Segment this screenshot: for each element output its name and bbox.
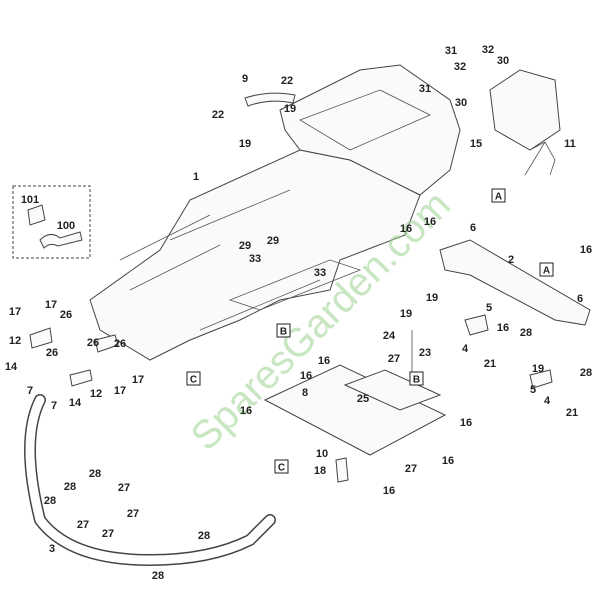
callout: 25: [357, 393, 369, 405]
callout: 23: [419, 347, 431, 359]
callout: 16: [400, 223, 412, 235]
callout: 16: [460, 417, 472, 429]
plate-25: [343, 369, 442, 411]
callout: 28: [198, 530, 210, 542]
callout: 27: [388, 353, 400, 365]
callout: 6: [577, 293, 583, 305]
callout: 16: [240, 405, 252, 417]
callout: 27: [102, 528, 114, 540]
callout: 14: [69, 397, 82, 409]
callout-labels: 9 22 22 19 19 31 32 30 32 31 30 15 11 1 …: [5, 44, 592, 582]
callout: 33: [314, 267, 326, 279]
callout: 27: [118, 482, 130, 494]
callout: 16: [442, 455, 454, 467]
inset-box: [12, 185, 91, 259]
callout: 10: [316, 448, 328, 460]
callout: 16: [383, 485, 395, 497]
front-bumper-inner: [25, 395, 275, 565]
ref-marker: A: [495, 192, 502, 203]
callout: 19: [239, 138, 251, 150]
ref-marker: C: [190, 375, 197, 386]
callout: 22: [281, 75, 293, 87]
small-brackets: [29, 327, 119, 387]
main-frame: [89, 64, 461, 361]
callout: 28: [64, 481, 76, 493]
callout: 17: [132, 374, 144, 386]
pedal-100: [39, 231, 83, 249]
callout: 101: [21, 194, 39, 206]
callout: 6: [470, 222, 476, 234]
callout: 32: [454, 61, 466, 73]
callout: 22: [212, 109, 224, 121]
callout: 30: [497, 55, 509, 67]
callout: 17: [45, 299, 57, 311]
battery-strap: [524, 141, 556, 176]
callout: 19: [284, 103, 296, 115]
callout: 21: [484, 358, 496, 370]
callout: 27: [405, 463, 417, 475]
footplate: [263, 364, 447, 456]
ref-marker: B: [413, 375, 420, 386]
callout: 17: [9, 306, 21, 318]
ref-marker: B: [280, 327, 287, 338]
callout: 29: [267, 235, 279, 247]
part-10: [335, 457, 349, 483]
callout: 28: [580, 367, 592, 379]
callout: 12: [90, 388, 102, 400]
bracket-101: [27, 204, 46, 226]
callout: 16: [300, 370, 312, 382]
callout: 9: [242, 73, 248, 85]
callout: 26: [46, 347, 58, 359]
callout: 28: [44, 495, 56, 507]
callout: 4: [462, 343, 469, 355]
callout: 7: [51, 400, 57, 412]
callout: 26: [87, 337, 99, 349]
callout: 26: [114, 338, 126, 350]
callout: 16: [580, 244, 592, 256]
ref-marker: C: [278, 463, 285, 474]
axle-brackets: [464, 314, 553, 389]
callout: 33: [249, 253, 261, 265]
callout: 18: [314, 465, 326, 477]
callout: 31: [445, 45, 457, 57]
callout: 11: [564, 138, 576, 150]
callout: 2: [508, 254, 514, 266]
callout: 3: [49, 543, 55, 555]
reference-markers: A A B B C C: [186, 188, 554, 474]
callout: 5: [530, 384, 536, 396]
callout: 19: [400, 308, 412, 320]
callout: 16: [318, 355, 330, 367]
callout: 4: [544, 395, 551, 407]
ref-marker: A: [543, 266, 550, 277]
callout: 7: [27, 385, 33, 397]
callout: 27: [127, 508, 139, 520]
callout: 32: [482, 44, 494, 56]
battery-tray: [489, 69, 561, 151]
callout: 28: [152, 570, 164, 582]
callout: 29: [239, 240, 251, 252]
callout: 26: [60, 309, 72, 321]
callout: 27: [77, 519, 89, 531]
callout: 1: [193, 171, 199, 183]
callout: 15: [470, 138, 482, 150]
front-axle: [439, 239, 591, 326]
callout: 19: [532, 363, 544, 375]
callout: 24: [383, 330, 396, 342]
callout: 14: [5, 361, 18, 373]
callout: 30: [455, 97, 467, 109]
callout: 28: [89, 468, 101, 480]
callout: 8: [302, 387, 308, 399]
callout: 12: [9, 335, 21, 347]
callout: 21: [566, 407, 578, 419]
callout: 28: [520, 327, 532, 339]
callout: 100: [57, 220, 75, 232]
seat-rail: [244, 92, 296, 107]
callout: 31: [419, 83, 431, 95]
callout: 5: [486, 302, 492, 314]
callout: 17: [114, 385, 126, 397]
callout: 16: [497, 322, 509, 334]
callout: 16: [424, 216, 436, 228]
callout: 19: [426, 292, 438, 304]
